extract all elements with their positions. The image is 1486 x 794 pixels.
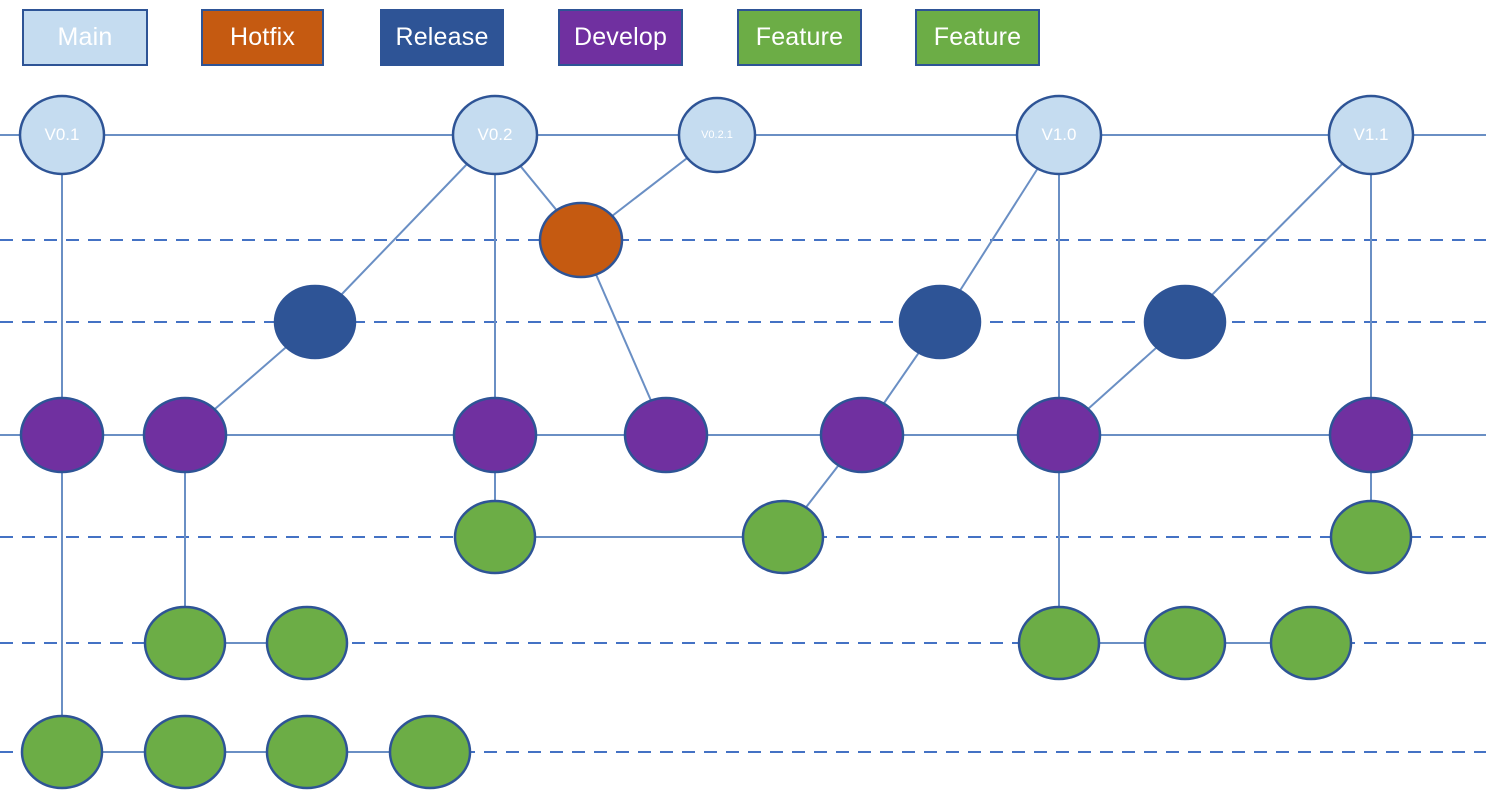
commit-node-release-2[interactable] <box>898 284 982 360</box>
legend-release-label: Release <box>395 23 489 51</box>
commit-node-develop-5[interactable] <box>819 396 905 474</box>
commit-node-feat3-4[interactable] <box>388 714 472 790</box>
legend-hotfix-label: Hotfix <box>229 23 296 51</box>
node-layer <box>18 94 1415 790</box>
commit-node-main-v10[interactable] <box>1015 94 1103 176</box>
legend-develop-label: Develop <box>573 23 668 51</box>
commit-node-develop-4[interactable] <box>623 396 709 474</box>
legend-release[interactable]: Release <box>380 9 504 66</box>
commit-node-main-v021[interactable] <box>677 96 757 174</box>
commit-node-feat2-1[interactable] <box>143 605 227 681</box>
commit-node-release-1[interactable] <box>273 284 357 360</box>
legend-feature-1-label: Feature <box>755 23 844 51</box>
commit-node-main-v02[interactable] <box>451 94 539 176</box>
commit-node-main-v11[interactable] <box>1327 94 1415 176</box>
commit-node-develop-3[interactable] <box>452 396 538 474</box>
commit-node-feat3-1[interactable] <box>20 714 104 790</box>
commit-node-feat3-2[interactable] <box>143 714 227 790</box>
commit-node-feat2-2[interactable] <box>265 605 349 681</box>
edge-merge <box>314 134 496 323</box>
commit-node-develop-2[interactable] <box>142 396 228 474</box>
commit-node-release-3[interactable] <box>1143 284 1227 360</box>
edge-merge <box>1184 134 1372 323</box>
legend-develop[interactable]: Develop <box>558 9 683 66</box>
commit-node-feat1-1[interactable] <box>453 499 537 575</box>
commit-node-feat1-2[interactable] <box>741 499 825 575</box>
legend-feature-1[interactable]: Feature <box>737 9 862 66</box>
legend-feature-2[interactable]: Feature <box>915 9 1040 66</box>
commit-node-develop-7[interactable] <box>1328 396 1414 474</box>
commit-node-develop-6[interactable] <box>1016 396 1102 474</box>
commit-node-hotfix-1[interactable] <box>538 201 624 279</box>
commit-node-feat2-5[interactable] <box>1269 605 1353 681</box>
legend-main-label: Main <box>57 23 113 51</box>
commit-node-feat2-3[interactable] <box>1017 605 1101 681</box>
commit-node-feat1-3[interactable] <box>1329 499 1413 575</box>
legend-feature-2-label: Feature <box>933 23 1022 51</box>
commit-node-feat3-3[interactable] <box>265 714 349 790</box>
commit-node-main-v01[interactable] <box>18 94 106 176</box>
commit-node-feat2-4[interactable] <box>1143 605 1227 681</box>
legend-main[interactable]: Main <box>22 9 148 66</box>
commit-node-develop-1[interactable] <box>19 396 105 474</box>
legend-hotfix[interactable]: Hotfix <box>201 9 324 66</box>
